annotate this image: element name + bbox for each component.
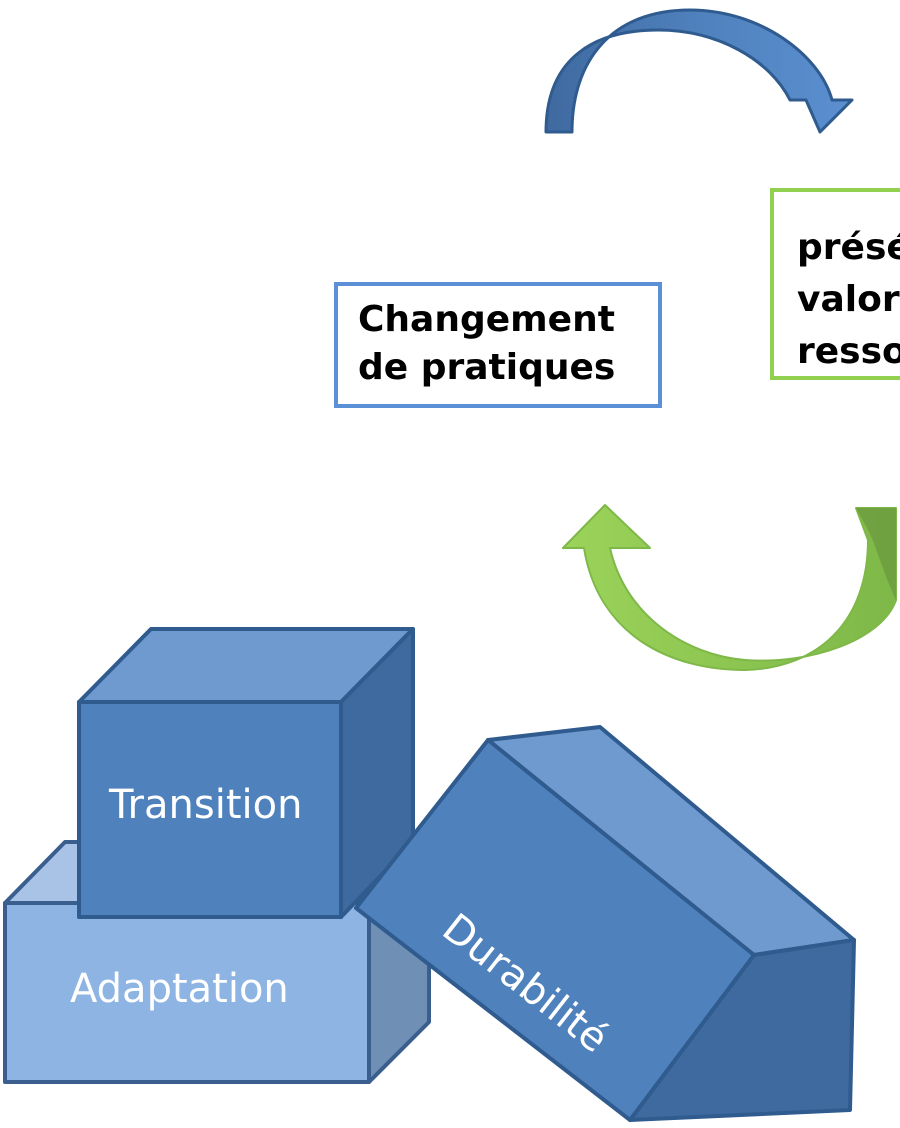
right-box-text: présé valor resso: [797, 222, 900, 378]
blue-cycle-arrow: [544, 8, 854, 134]
left-box-line-1: Changement: [358, 299, 615, 340]
durabilite-block: [354, 725, 856, 1122]
left-box-line-2: de pratiques: [358, 347, 616, 388]
right-box: [770, 188, 900, 380]
right-box-line-2: valor: [797, 279, 900, 320]
green-cycle-arrow: [562, 504, 897, 671]
left-box: [334, 282, 662, 408]
adaptation-label: Adaptation: [70, 966, 289, 1012]
right-box-line-1: présé: [797, 227, 900, 268]
left-box-text: Changement de pratiques: [358, 296, 648, 392]
right-box-line-3: resso: [797, 331, 900, 372]
transition-block: [77, 627, 415, 919]
transition-label: Transition: [109, 782, 303, 828]
